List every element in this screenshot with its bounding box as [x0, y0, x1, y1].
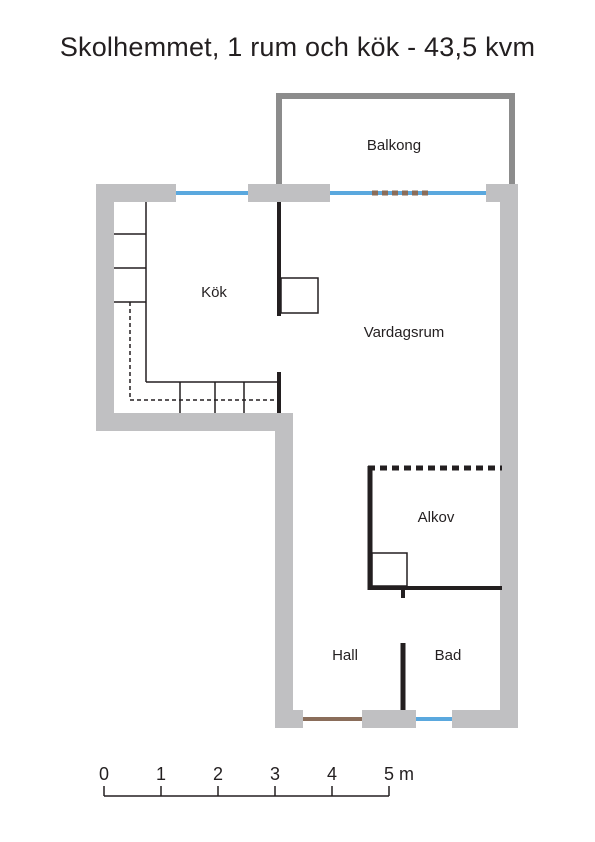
wall-bottom-left [275, 710, 303, 728]
room-label-vardagsrum: Vardagsrum [364, 324, 445, 341]
interior-partitions [277, 202, 502, 710]
wall-bottom-mid [362, 710, 416, 728]
wall-kitchen-left [96, 184, 114, 431]
windows [176, 191, 486, 721]
balcony-railing [276, 93, 515, 186]
wall-right [500, 184, 518, 728]
scale-bar-ticks [103, 786, 390, 796]
wall-bottom-right [452, 710, 518, 728]
scale-unit-label: m [399, 764, 414, 784]
wall-kitchen-bottom [96, 413, 292, 431]
room-label-alkov: Alkov [418, 509, 455, 526]
kitchen-counters [114, 202, 279, 413]
scale-tick-label-2: 2 [213, 764, 223, 784]
cabinet-living-room [280, 277, 319, 314]
scale-tick-label-1: 1 [156, 764, 166, 784]
scale-tick-label-4: 4 [327, 764, 337, 784]
room-label-hall: Hall [332, 647, 358, 664]
exterior-walls [96, 184, 518, 728]
scale-tick-label-0: 0 [99, 764, 109, 784]
scale-tick-label-3: 3 [270, 764, 280, 784]
room-label-bad: Bad [435, 647, 462, 664]
cabinet-alcove [371, 552, 408, 587]
room-label-kok: Kök [201, 284, 227, 301]
wall-hall-left [275, 413, 293, 728]
room-label-balkong: Balkong [367, 137, 421, 154]
scale-bar: 0 1 2 3 4 5 m [99, 764, 414, 797]
wall-kitchen-top [96, 184, 176, 202]
furniture [280, 277, 408, 587]
wall-top-pier [248, 184, 330, 202]
floorplan-title: Skolhemmet, 1 rum och kök - 43,5 kvm [59, 32, 536, 62]
scale-tick-label-5: 5 [384, 764, 394, 784]
